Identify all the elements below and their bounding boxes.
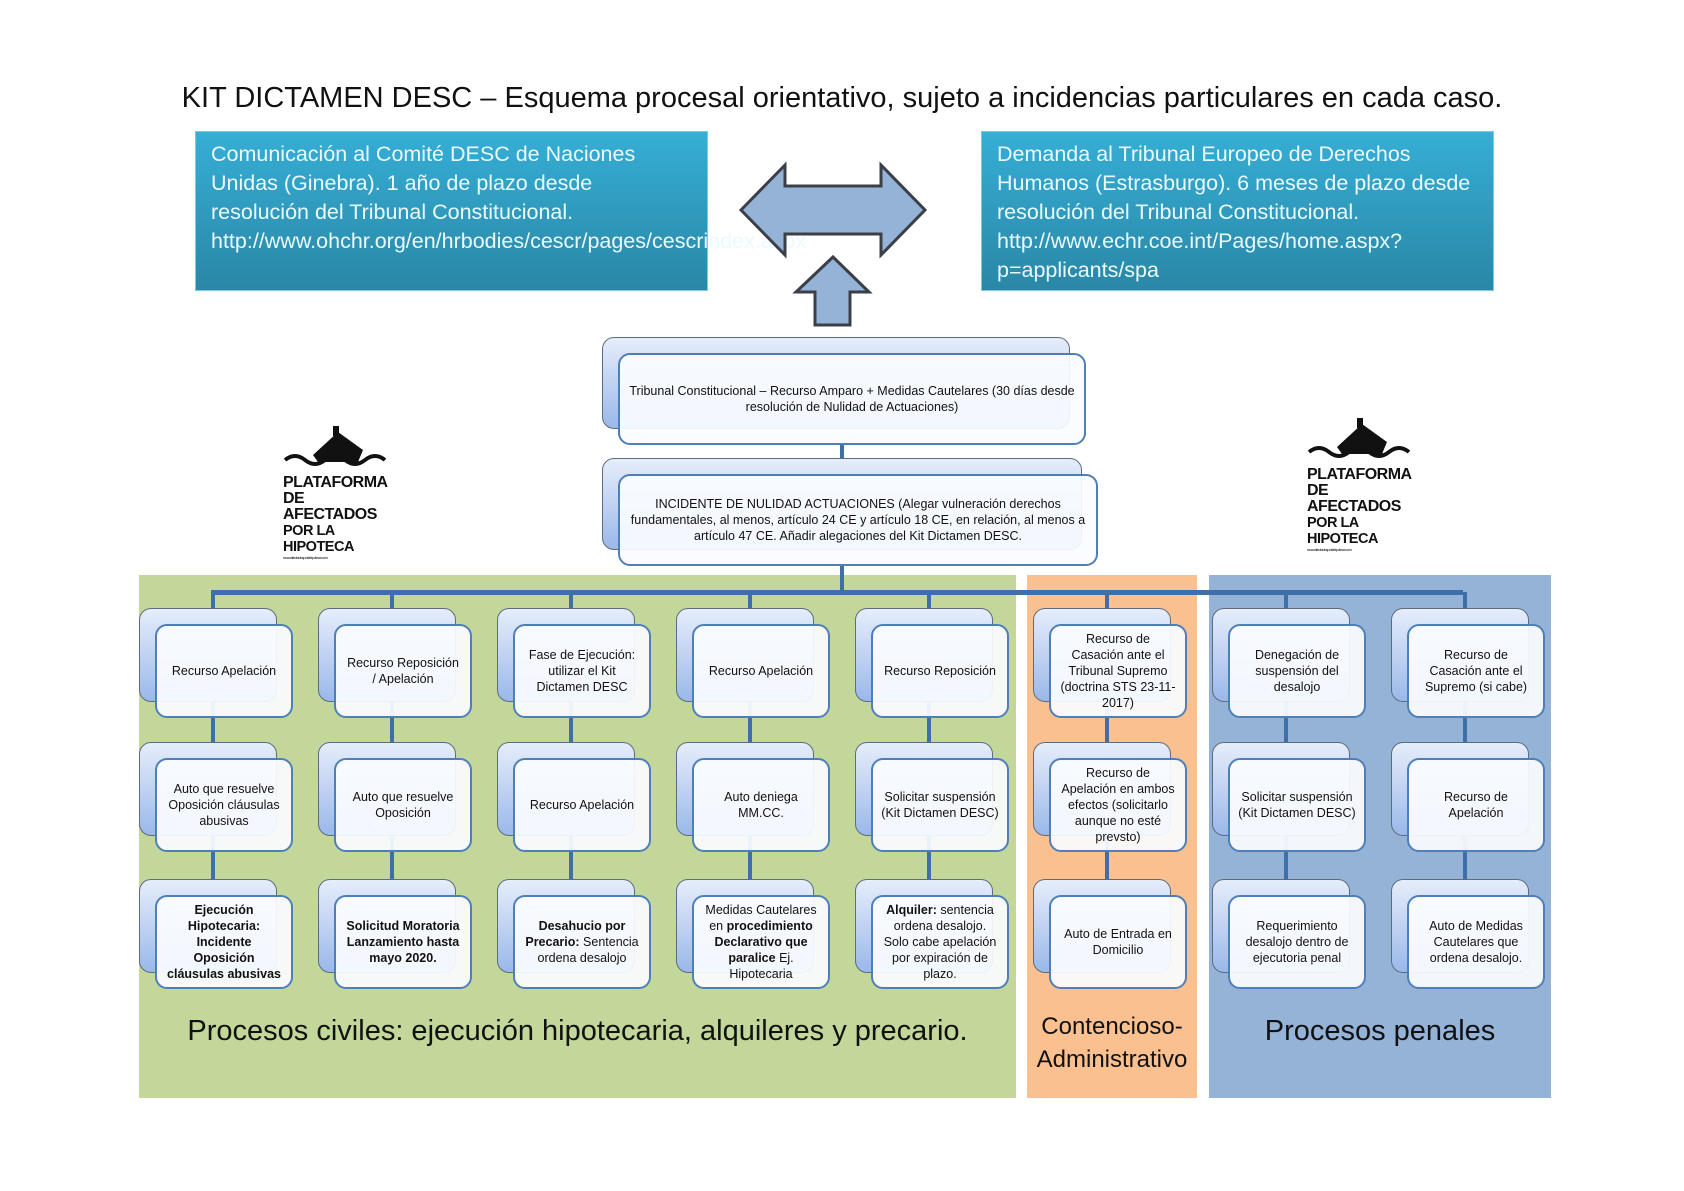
un-desc-committee-box: Comunicación al Comité DESC de Naciones … [195,131,806,291]
step-node: Recurso Reposición [855,608,1009,718]
step-text-bold: Alquiler: [886,903,937,917]
step-node: Solicitar suspensión (Kit Dictamen DESC) [855,742,1009,852]
step-node-text: Solicitud Moratoria Lanzamiento hasta ma… [334,895,472,989]
step-text: sentencia ordena desalojo. Solo cabe ape… [883,903,997,981]
step-node-text: Recurso de Apelación en ambos efectos (s… [1049,758,1187,852]
step-node-text: Solicitar suspensión (Kit Dictamen DESC) [871,758,1009,852]
logo-line-1: PLATAFORMA [1307,466,1412,483]
step-node: Solicitar suspensión (Kit Dictamen DESC) [1212,742,1366,852]
step-node: Recurso de Casación ante el Supremo (si … [1391,608,1545,718]
step-node: Solicitud Moratoria Lanzamiento hasta ma… [318,879,472,989]
house-in-water-icon [283,426,387,466]
step-node: Auto de Medidas Cautelares que ordena de… [1391,879,1545,989]
step-node: Requerimiento desalojo dentro de ejecuto… [1212,879,1366,989]
step-node-text: Recurso Apelación [513,758,651,852]
connector-column-7 [1284,592,1288,889]
step-node-text: Recurso de Casación ante el Tribunal Sup… [1049,624,1187,718]
step-node-text: Auto de Entrada en Domicilio [1049,895,1187,989]
connector-horizontal-bus [211,590,1463,595]
page-title: KIT DICTAMEN DESC – Esquema procesal ori… [181,82,1503,114]
double-arrow-left-right-icon [738,161,928,259]
step-node: Denegación de suspensión del desalojo [1212,608,1366,718]
step-node-text: Fase de Ejecución: utilizar el Kit Dicta… [513,624,651,718]
logo-line-2: DE AFECTADOS [283,490,377,523]
step-text: Auto de Medidas Cautelares que ordena de… [1429,919,1523,965]
step-node-text: Recurso Apelación [155,624,293,718]
step-node: Recurso de Casación ante el Tribunal Sup… [1033,608,1187,718]
tc-node-text: Tribunal Constitucional – Recurso Amparo… [618,353,1086,445]
step-node-text: Recurso de Apelación [1407,758,1545,852]
logo-line-3: POR LA HIPOTECA [283,523,354,555]
step-node: Alquiler: sentencia ordena desalojo. Sol… [855,879,1009,989]
step-text-bold: Solicitud Moratoria Lanzamiento hasta ma… [346,919,460,965]
panel-label-civil: Procesos civiles: ejecución hipotecaria,… [187,1015,968,1047]
incidente-node-text: INCIDENTE DE NULIDAD ACTUACIONES (Alegar… [618,474,1098,566]
echr-box: Demanda al Tribunal Europeo de Derechos … [981,131,1494,291]
step-node-text: Alquiler: sentencia ordena desalojo. Sol… [871,895,1009,989]
step-node-text: Ejecución Hipotecaria: Incidente Oposici… [155,895,293,989]
logo-url: www.afectadosporlahipoteca.com [1307,547,1352,552]
step-text-pre: Medidas Cautelares en [705,903,817,933]
step-text: Sentencia ordena desalojo [537,935,639,965]
step-node: Recurso Apelación [139,608,293,718]
step-node: Auto que resuelve Oposición [318,742,472,852]
connector-column-3 [569,592,573,889]
step-node: Desahucio por Precario: Sentencia ordena… [497,879,651,989]
step-node-text: Denegación de suspensión del desalojo [1228,624,1366,718]
step-node-text: Desahucio por Precario: Sentencia ordena… [513,895,651,989]
step-node: Recurso Apelación [676,608,830,718]
incidente-nulidad-node: INCIDENTE DE NULIDAD ACTUACIONES (Alegar… [602,458,1098,566]
connector-column-5 [927,592,931,889]
connector-column-2 [390,592,394,889]
logo-line-3: POR LA HIPOTECA [1307,515,1378,547]
step-node: Ejecución Hipotecaria: Incidente Oposici… [139,879,293,989]
step-node-text: Solicitar suspensión (Kit Dictamen DESC) [1228,758,1366,852]
step-text: Requerimiento desalojo dentro de ejecuto… [1245,919,1349,965]
step-node-text: Auto deniega MM.CC. [692,758,830,852]
connector-column-4 [748,592,752,889]
step-text: Auto de Entrada en Domicilio [1064,927,1172,957]
step-node-text: Medidas Cautelares en procedimiento Decl… [692,895,830,989]
step-text-bold: procedimiento Declarativo que paralice [714,919,813,965]
step-node: Auto que resuelve Oposición cláusulas ab… [139,742,293,852]
step-node: Recurso de Apelación en ambos efectos (s… [1033,742,1187,852]
connector-incidente-bus [840,565,844,591]
connector-column-8 [1463,592,1467,889]
step-node-text: Recurso Apelación [692,624,830,718]
panel-label-contencioso: Contencioso-Administrativo [1036,1013,1188,1073]
step-node-text: Auto que resuelve Oposición [334,758,472,852]
pah-logo-left: PLATAFORMA DE AFECTADOS POR LA HIPOTECA … [283,420,393,561]
step-node-text: Recurso de Casación ante el Supremo (si … [1407,624,1545,718]
step-node: Recurso Apelación [497,742,651,852]
step-node: Auto deniega MM.CC. [676,742,830,852]
step-text-bold: Ejecución Hipotecaria: Incidente Oposici… [167,903,281,981]
panel-label-penal: Procesos penales [1264,1015,1496,1047]
connector-column-1 [211,592,215,889]
connector-column-6 [1105,592,1109,889]
step-node-text: Auto de Medidas Cautelares que ordena de… [1407,895,1545,989]
step-node-text: Auto que resuelve Oposición cláusulas ab… [155,758,293,852]
step-node-text: Recurso Reposición [871,624,1009,718]
step-node-text: Requerimiento desalojo dentro de ejecuto… [1228,895,1366,989]
tc-recurso-amparo-node: Tribunal Constitucional – Recurso Amparo… [602,337,1086,445]
step-node: Recurso de Apelación [1391,742,1545,852]
logo-line-2: DE AFECTADOS [1307,482,1401,515]
step-text-bold: Desahucio por Precario: [525,919,626,949]
step-node: Recurso Reposición / Apelación [318,608,472,718]
step-node: Auto de Entrada en Domicilio [1033,879,1187,989]
step-node: Fase de Ejecución: utilizar el Kit Dicta… [497,608,651,718]
house-in-water-icon [1307,418,1411,458]
arrow-up-icon [792,254,873,327]
logo-url: www.afectadosporlahipoteca.com [283,555,328,560]
step-text: Ej. Hipotecaria [729,951,794,981]
step-node-text: Recurso Reposición / Apelación [334,624,472,718]
step-node: Medidas Cautelares en procedimiento Decl… [676,879,830,989]
pah-logo-right: PLATAFORMA DE AFECTADOS POR LA HIPOTECA … [1307,412,1417,553]
logo-line-1: PLATAFORMA [283,474,388,491]
